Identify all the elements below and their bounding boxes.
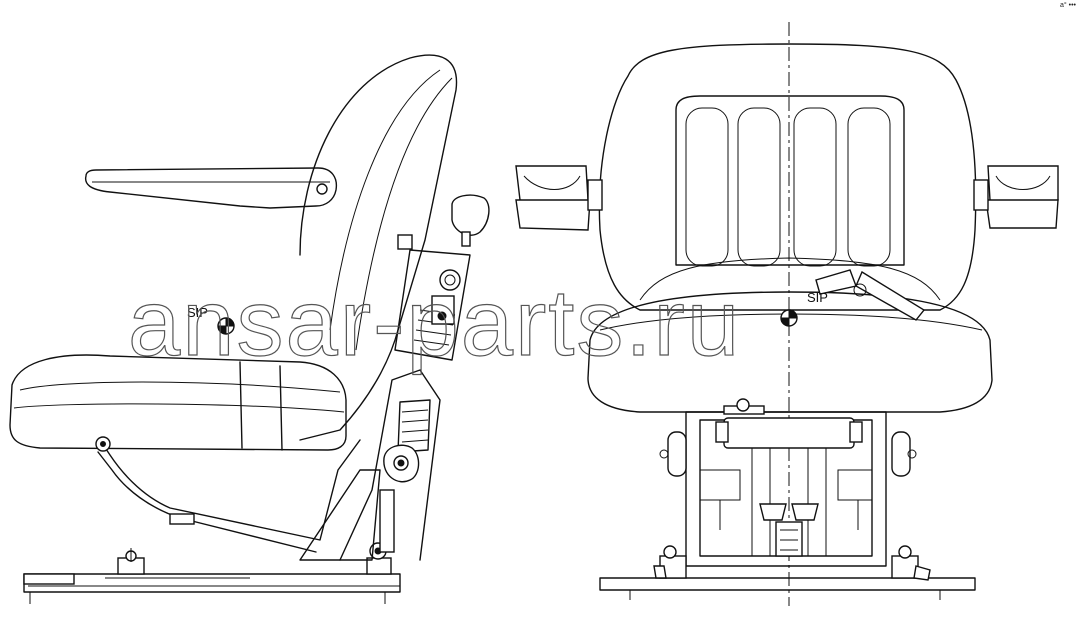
corner-mark: a° ••• (1060, 2, 1076, 9)
side-armrest (84, 167, 338, 209)
front-adjust-lever (815, 269, 926, 321)
front-sip-label: SIP (807, 290, 828, 305)
front-armrest-left (515, 165, 603, 231)
front-top-bolt (723, 398, 765, 415)
front-seat-cushion (587, 291, 993, 413)
side-backrest (299, 54, 458, 441)
front-base-plate (599, 577, 976, 591)
front-sip-marker (780, 309, 798, 327)
side-suspension-column (299, 469, 381, 561)
side-sip-label: SIP (187, 305, 208, 320)
front-view: SIP (515, 22, 1059, 606)
front-bolt-left (653, 545, 687, 579)
front-suspension-housing (685, 411, 887, 567)
side-hand-wheel (383, 444, 420, 483)
front-roller-left (659, 431, 687, 477)
side-bolt-right (366, 542, 392, 575)
front-backrest-ribs (675, 95, 905, 267)
front-roller-right (891, 431, 917, 477)
watermark-text: ansar-parts.ru (128, 270, 741, 375)
side-frame-tube (99, 439, 361, 541)
front-armrest-right (973, 165, 1059, 229)
front-shock-absorber (759, 503, 819, 557)
side-view: SIP (9, 54, 490, 604)
side-backrest-adjust-knob (431, 194, 490, 325)
side-seat-cushion (9, 354, 347, 451)
front-bolt-right (891, 545, 931, 581)
side-base-latch (23, 573, 75, 585)
side-bolt-left (117, 548, 145, 575)
side-base-plate (23, 573, 401, 593)
side-sip-marker (217, 317, 235, 335)
